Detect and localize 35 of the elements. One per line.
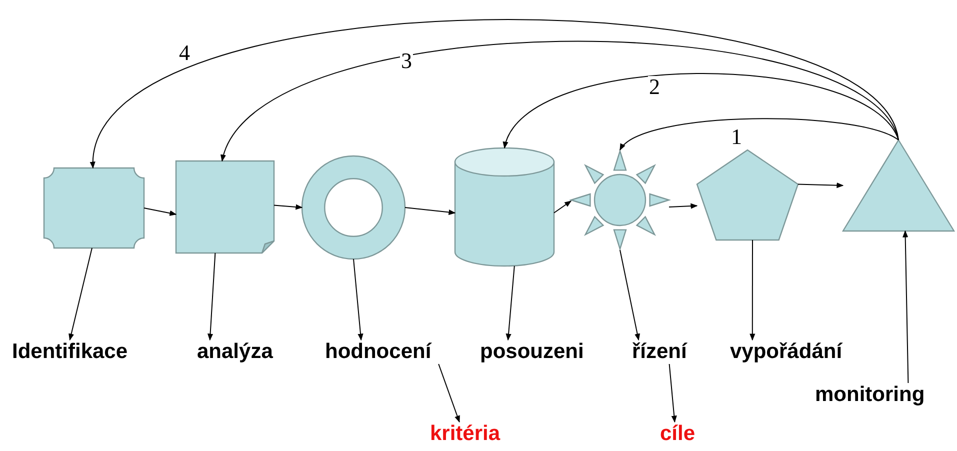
arrow [144, 208, 177, 216]
step-label: cíle [660, 422, 696, 446]
arrow [798, 182, 844, 188]
document-shape [176, 161, 274, 253]
step-label: řízení [632, 340, 687, 364]
step-label: vypořádání [730, 340, 842, 364]
arrow [620, 250, 640, 341]
arrow [506, 266, 515, 341]
step-label: Identifikace [12, 340, 128, 364]
arrow [438, 364, 460, 423]
arrow [404, 207, 456, 215]
step-label: hodnocení [325, 340, 432, 364]
pentagon-shape [697, 150, 798, 240]
arrow [750, 240, 756, 341]
plaque-shape [44, 168, 144, 248]
arrow [68, 248, 92, 341]
arrow [668, 364, 677, 423]
ring-shape [302, 156, 405, 259]
arrow [274, 204, 303, 210]
step-label: kritéria [430, 422, 500, 446]
arrow [554, 200, 572, 214]
cylinder-shape [455, 148, 554, 266]
arrow [92, 19, 899, 169]
arrow [902, 230, 909, 384]
step-label: posouzeni [480, 340, 584, 364]
step-label: monitoring [815, 383, 925, 407]
arrow [208, 252, 216, 341]
triangle-shape [843, 140, 954, 231]
step-label: analýza [197, 340, 273, 364]
arrow [504, 73, 899, 149]
sun-shape [571, 150, 669, 250]
arrow [353, 258, 364, 341]
arrow [222, 40, 899, 162]
arrow [620, 118, 899, 150]
arrow [668, 203, 698, 209]
